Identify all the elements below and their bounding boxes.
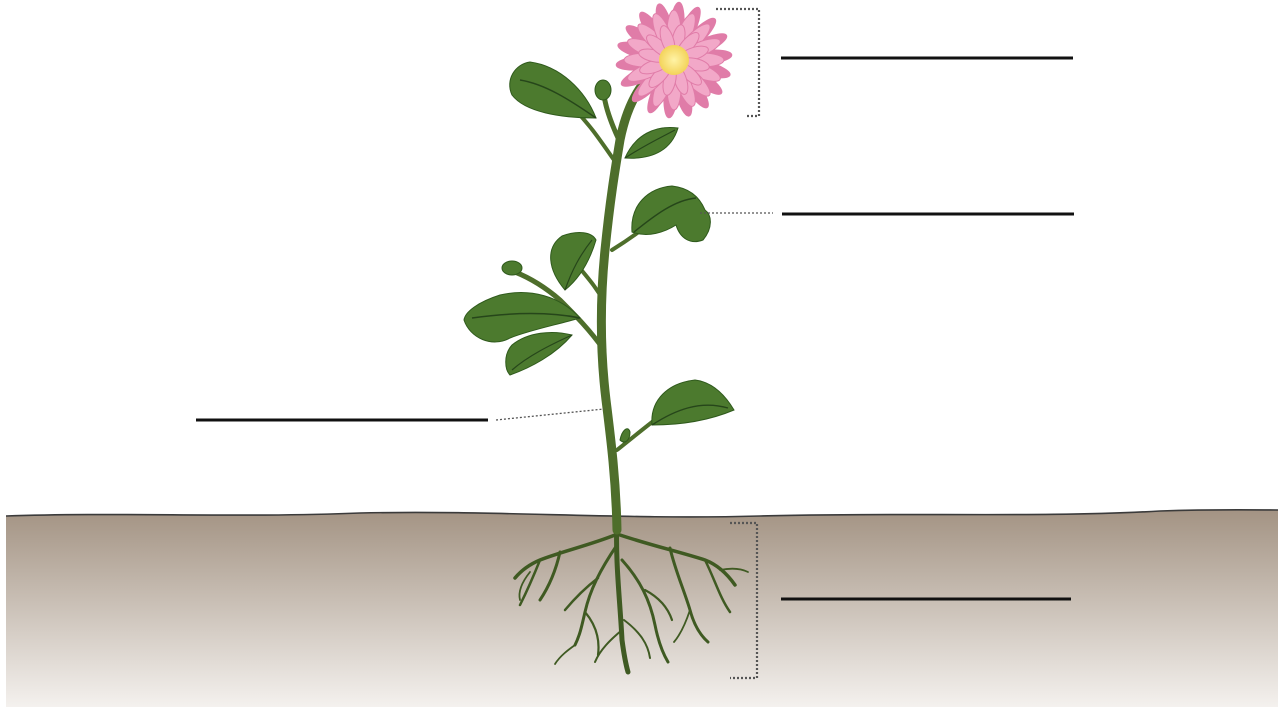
leaf-icon bbox=[632, 186, 711, 242]
stem-branch bbox=[604, 95, 619, 140]
stem-leader bbox=[496, 409, 604, 420]
flower-icon bbox=[616, 2, 733, 119]
flower-bud bbox=[502, 261, 522, 275]
soil-area bbox=[6, 510, 1278, 707]
flower-center bbox=[659, 45, 689, 75]
soil bbox=[6, 510, 1278, 707]
flower-bud bbox=[595, 80, 611, 100]
leaf-icon bbox=[506, 332, 572, 375]
